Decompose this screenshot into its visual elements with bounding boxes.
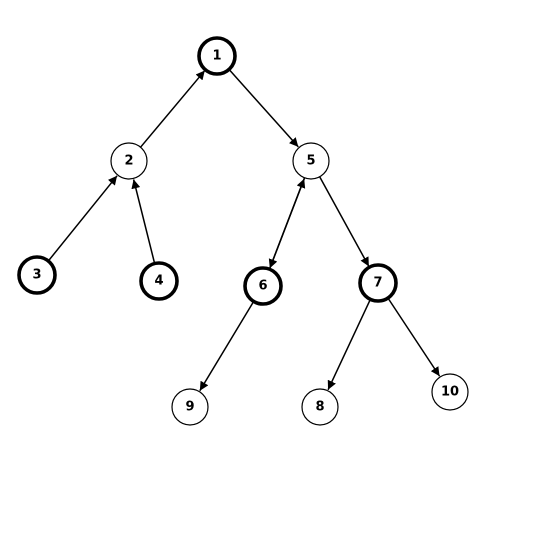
node-label-5: 5 bbox=[306, 154, 315, 169]
edge-7-to-8 bbox=[327, 298, 372, 391]
node-7: 7 bbox=[358, 263, 398, 303]
node-2: 2 bbox=[110, 142, 148, 180]
node-circle-8 bbox=[301, 388, 339, 426]
node-8: 8 bbox=[301, 388, 339, 426]
edge-5-to-6 bbox=[268, 177, 306, 269]
edge-7-to-10 bbox=[387, 297, 441, 377]
node-circle-6 bbox=[243, 266, 283, 306]
node-5: 5 bbox=[292, 142, 330, 180]
node-10: 10 bbox=[431, 373, 469, 411]
node-label-6: 6 bbox=[258, 279, 267, 294]
node-circle-1 bbox=[197, 36, 237, 76]
edges-layer bbox=[47, 68, 441, 392]
node-label-1: 1 bbox=[212, 49, 221, 64]
edge-1-to-5 bbox=[228, 68, 299, 148]
edge-6-to-9 bbox=[199, 301, 255, 392]
node-label-2: 2 bbox=[124, 154, 133, 169]
node-label-9: 9 bbox=[185, 400, 194, 415]
node-circle-3 bbox=[17, 255, 57, 295]
node-label-4: 4 bbox=[154, 274, 163, 289]
node-3: 3 bbox=[17, 255, 57, 295]
node-label-3: 3 bbox=[32, 268, 41, 283]
edge-3-to-2 bbox=[47, 175, 118, 262]
node-9: 9 bbox=[171, 388, 209, 426]
node-circle-7 bbox=[358, 263, 398, 303]
node-circle-4 bbox=[139, 261, 179, 301]
node-4: 4 bbox=[139, 261, 179, 301]
node-circle-5 bbox=[292, 142, 330, 180]
node-1: 1 bbox=[197, 36, 237, 76]
nodes-layer: 1 2 5 3 4 6 7 9 8 10 bbox=[17, 36, 469, 426]
edge-5-to-7 bbox=[319, 176, 370, 267]
edge-2-to-1 bbox=[139, 70, 206, 148]
node-label-10: 10 bbox=[441, 385, 459, 400]
node-6: 6 bbox=[243, 266, 283, 306]
node-label-7: 7 bbox=[373, 276, 382, 291]
node-circle-10 bbox=[431, 373, 469, 411]
node-circle-2 bbox=[110, 142, 148, 180]
node-label-8: 8 bbox=[315, 400, 324, 415]
node-circle-9 bbox=[171, 388, 209, 426]
edge-4-to-2 bbox=[131, 179, 156, 264]
